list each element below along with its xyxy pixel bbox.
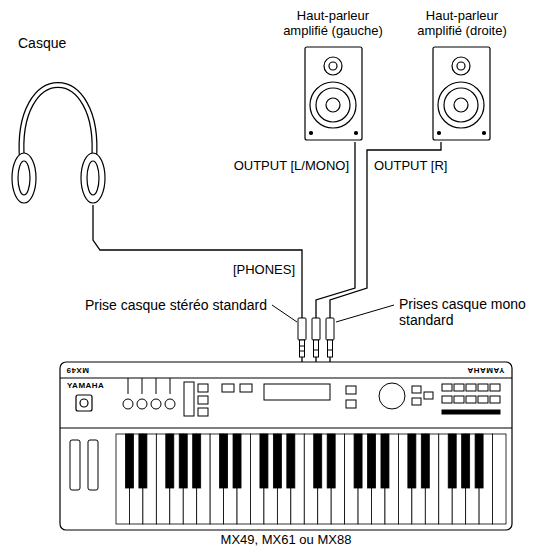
keyboard (60, 362, 512, 530)
audio-cable (93, 205, 302, 362)
model-logo: MX49 (65, 366, 90, 375)
speaker-unit: Haut-parleur amplifié (droite) (402, 8, 522, 142)
headphones (12, 85, 105, 203)
brand-logo: YAMAHA (466, 366, 505, 375)
mono-plug (326, 318, 334, 357)
plug-label: Prises casque mono standard (398, 296, 550, 328)
jack-label: [PHONES] (232, 262, 296, 277)
device-label: Casque (18, 36, 108, 51)
speaker-right (433, 47, 490, 140)
device-label: Haut-parleur amplifié (gauche) (273, 8, 393, 38)
brand-logo: YAMAHA (66, 381, 105, 390)
speaker-unit: Haut-parleur amplifié (gauche) (273, 8, 393, 142)
model-caption: MX49, MX61 ou MX88 (58, 532, 514, 547)
jack-label: OUTPUT [R] (373, 158, 448, 173)
speaker-left (305, 47, 362, 140)
device-label: Haut-parleur amplifié (droite) (402, 8, 522, 38)
audio-cable (330, 142, 441, 362)
plug-label: Prise casque stéréo standard (84, 297, 268, 313)
headphones-unit: Casque (8, 36, 108, 205)
mono-plug (312, 318, 320, 357)
jack-label: OUTPUT [L/MONO] (233, 158, 350, 173)
stereo-plug (298, 318, 306, 357)
audio-cable (316, 142, 355, 362)
keyboard-unit: MX49, MX61 ou MX88 (58, 362, 514, 547)
